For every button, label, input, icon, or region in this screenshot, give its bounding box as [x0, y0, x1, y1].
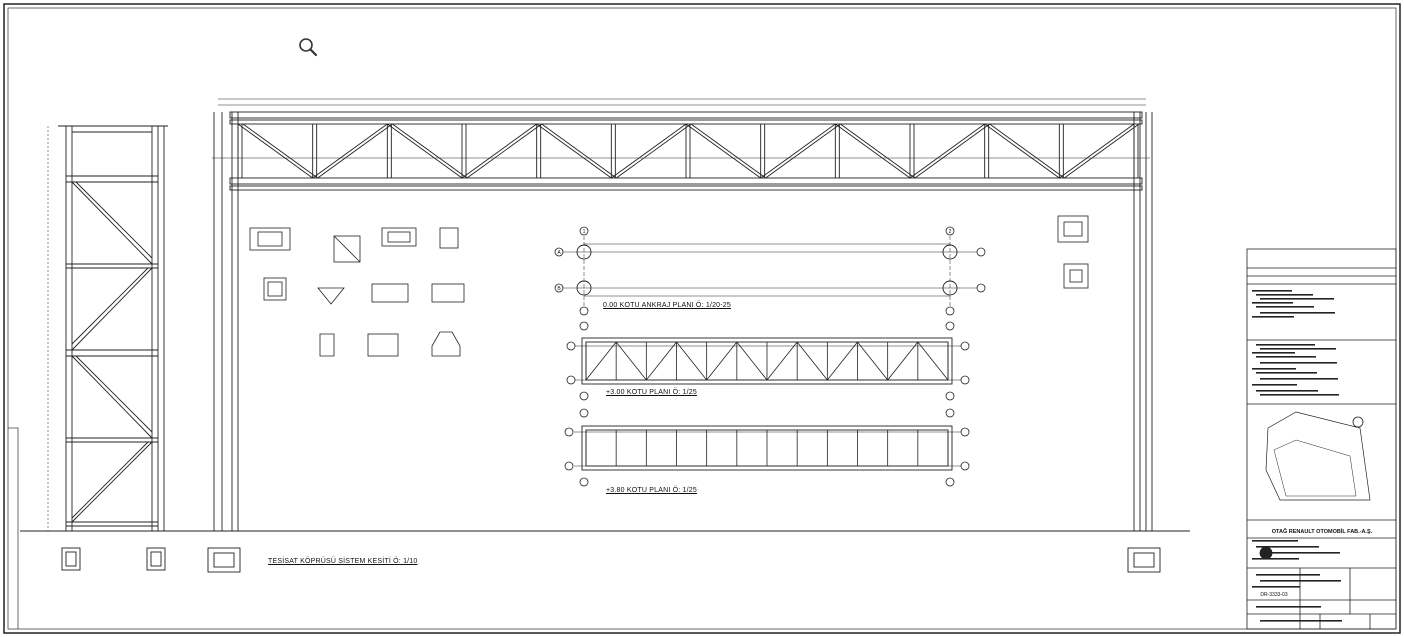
axis-bubbles	[554, 226, 986, 487]
title-block-text-line	[1260, 394, 1339, 396]
truss-diagonal	[984, 123, 1060, 179]
plan-300-diagonal	[585, 341, 617, 381]
plan-300-diagonal	[615, 341, 647, 381]
truss-diagonal	[317, 123, 393, 179]
drawing-number: DR-3333-03	[1260, 592, 1287, 598]
title-block-text-line	[1260, 620, 1342, 622]
axis-2: 2	[949, 229, 952, 235]
truss-diagonal	[392, 123, 468, 179]
plan-300-diagonal	[857, 341, 888, 381]
plan-300-diagonal	[766, 341, 798, 381]
title-block-text-line	[1260, 580, 1341, 582]
truss-diagonal	[616, 123, 692, 179]
plan-380	[574, 425, 962, 471]
plan-300-diagonal	[706, 341, 738, 381]
truss-diagonal	[760, 123, 836, 179]
truss-diagonal	[541, 123, 617, 179]
title-block-text-line	[1252, 352, 1295, 354]
plan-300-diagonal	[646, 341, 677, 381]
title-block-text-line	[1252, 316, 1294, 318]
truss-diagonal	[690, 123, 766, 179]
title-block-text-line	[1256, 546, 1319, 548]
axis-1: 1	[583, 229, 586, 235]
truss-web	[237, 123, 1140, 179]
title-block-text-line	[1256, 606, 1321, 608]
plan-300-diagonal	[796, 341, 828, 381]
truss-diagonal	[466, 123, 542, 179]
title-block	[1246, 248, 1397, 630]
sheet-inner-border	[7, 7, 1397, 630]
truss-diagonal	[611, 123, 687, 179]
title-block-text-line	[1252, 290, 1292, 292]
sheet-border	[3, 3, 1401, 634]
title-block-text-line	[1252, 540, 1298, 542]
truss-diagonal	[835, 123, 911, 179]
plan-300-diagonal	[676, 341, 707, 381]
truss-diagonal	[536, 123, 612, 179]
plan-300-web	[585, 341, 949, 381]
plan-300-title: +3.00 KOTU PLANI Ö: 1/25	[606, 389, 697, 396]
truss-diagonal	[840, 123, 916, 179]
title-block-text-line	[1252, 586, 1300, 588]
title-block-text-line	[1260, 552, 1340, 554]
plan-300-diagonal	[917, 341, 949, 381]
plan-300	[574, 337, 962, 385]
title-block-text-line	[1256, 306, 1314, 308]
plan-300-diagonal	[827, 341, 858, 381]
truss-diagonal	[914, 123, 990, 179]
axis-a: A	[557, 250, 561, 256]
section-details	[249, 215, 1089, 357]
title-block-text-line	[1260, 298, 1334, 300]
magnifier-icon[interactable]	[297, 36, 319, 58]
title-block-text-line	[1256, 390, 1318, 392]
title-block-text-line	[1256, 344, 1315, 346]
truss-diagonal	[765, 123, 841, 179]
truss-diagonal	[461, 123, 537, 179]
truss-diagonal	[237, 123, 313, 179]
title-block-text-line	[1256, 574, 1320, 576]
truss-diagonal	[387, 123, 463, 179]
title-block-text-line	[1260, 362, 1337, 364]
sheet-notch	[8, 427, 19, 629]
truss-diagonal	[909, 123, 985, 179]
plan-380-web	[585, 430, 949, 466]
title-block-text-line	[1252, 302, 1293, 304]
title-block-text-line	[1252, 368, 1296, 370]
title-block-text-line	[1252, 558, 1299, 560]
truss-diagonal	[989, 123, 1065, 179]
axis-b: B	[557, 286, 561, 292]
title-block-text-line	[1252, 384, 1297, 386]
plan-300-diagonal	[736, 341, 768, 381]
plan-ankraj	[562, 236, 980, 310]
truss-diagonal	[685, 123, 761, 179]
title-block-text-line	[1260, 348, 1336, 350]
title-block-text-line	[1256, 294, 1313, 296]
title-block-text-line	[1256, 372, 1317, 374]
project-name: OTAĞ RENAULT OTOMOBİL FAB.-A.Ş.	[1272, 527, 1373, 535]
section-title: TESİSAT KÖPRÜSÜ SİSTEM KESİTİ Ö: 1/10	[268, 558, 418, 565]
side-elevation	[47, 125, 168, 571]
plan-380-title: +3.80 KOTU PLANI Ö: 1/25	[606, 487, 697, 494]
truss-diagonal	[1064, 123, 1140, 179]
truss-diagonal	[1059, 123, 1135, 179]
title-block-text-line	[1260, 378, 1338, 380]
main-elevation	[207, 98, 1161, 573]
truss-diagonal	[242, 123, 318, 179]
plan-ankraj-title: 0.00 KOTU ANKRAJ PLANI Ö: 1/20-25	[603, 302, 731, 309]
title-block-text-lines	[1252, 290, 1342, 622]
plan-300-diagonal	[887, 341, 919, 381]
title-block-text-line	[1256, 356, 1316, 358]
title-block-text-line	[1260, 312, 1335, 314]
truss-diagonal	[312, 123, 388, 179]
